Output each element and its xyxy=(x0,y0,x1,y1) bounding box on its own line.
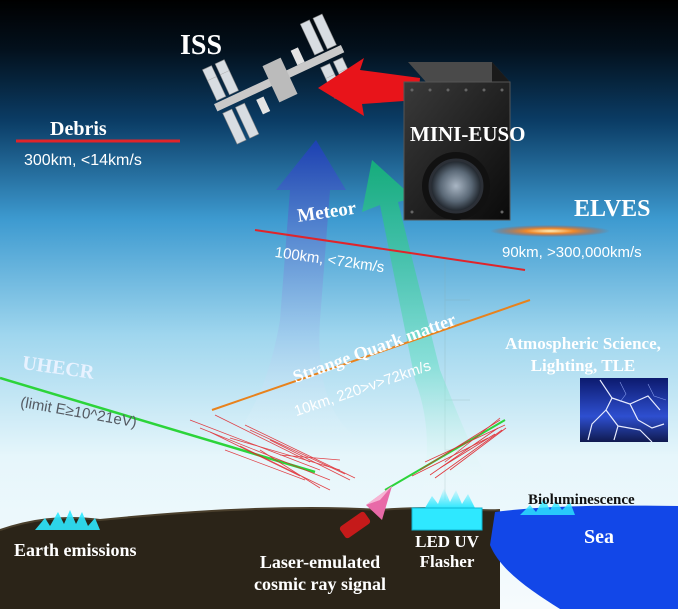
meteor-upward-arrow xyxy=(230,140,360,440)
elves-info: 90km, >300,000km/s xyxy=(502,244,642,261)
uv-flasher-icon xyxy=(411,488,483,531)
laser-label-line2: cosmic ray signal xyxy=(254,574,386,594)
led-upward-arrow xyxy=(362,160,500,500)
debris-info: 300km, <14km/s xyxy=(24,152,142,169)
elves-glow xyxy=(490,225,610,237)
led-label-line1: LED UV xyxy=(415,532,479,551)
ground xyxy=(0,508,500,609)
sea-label: Sea xyxy=(584,526,614,548)
laser-label-line1: Laser-emulated xyxy=(259,552,381,572)
strange-quark-track xyxy=(211,299,531,411)
laser-emitter-icon xyxy=(339,486,392,539)
bioluminescence-label: Bioluminescence xyxy=(528,492,635,508)
atmospheric-label-line2: Lighting, TLE xyxy=(530,356,636,375)
bioluminescence-glow xyxy=(520,498,575,515)
atmospheric-label-line1: Atmospheric Science, xyxy=(505,334,661,353)
mini-euso-to-iss-arrow xyxy=(318,58,420,116)
mini-euso-camera-icon xyxy=(403,62,511,221)
meteor-track xyxy=(254,229,526,271)
iss-label: ISS xyxy=(180,30,223,61)
laser-shower xyxy=(384,417,507,491)
debris-label: Debris xyxy=(50,118,107,140)
mini-euso-label: MINI-EUSO xyxy=(410,122,526,146)
uhecr-shower xyxy=(0,376,356,491)
led-label-line2: Flasher xyxy=(419,552,475,571)
earth-emission-glow xyxy=(35,510,100,530)
earth-emissions-label: Earth emissions xyxy=(14,540,137,560)
lightning-icon xyxy=(580,378,668,443)
elves-label: ELVES xyxy=(574,196,651,222)
sea xyxy=(490,505,678,609)
